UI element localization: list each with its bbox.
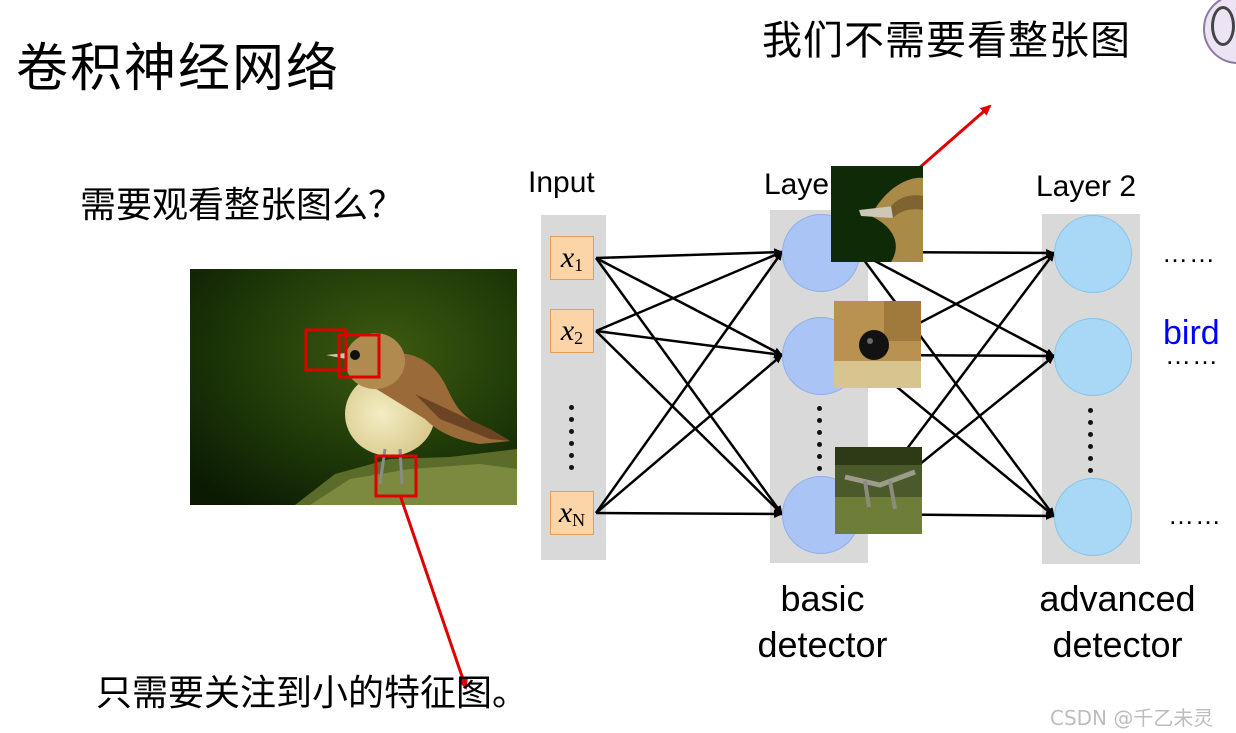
basic-detector-label: basic detector: [740, 576, 905, 668]
edge-xn-h3: [596, 513, 782, 514]
input-label: Input: [528, 166, 595, 200]
red-arrow-bottom: [400, 495, 466, 688]
feature-patch-claw: [835, 447, 922, 534]
feature-patch-eye: [834, 301, 921, 388]
feature-patch-beak: [831, 166, 923, 262]
layer2-ellipsis: [1088, 408, 1093, 473]
input-ellipsis: [569, 405, 574, 470]
layer1-ellipsis: [817, 406, 822, 471]
layer2-node-1: [1054, 215, 1132, 293]
watermark: CSDN @千乙未灵: [1050, 702, 1213, 731]
edge-x1-h1: [596, 252, 782, 258]
edge-xn-h2: [596, 355, 782, 513]
advanced-detector-label: advanced detector: [1010, 576, 1225, 668]
output-ellipsis-bottom: ……: [1168, 500, 1222, 531]
output-ellipsis-mid: ……: [1165, 340, 1219, 371]
edge-x2-h2: [596, 331, 782, 355]
output-ellipsis-top: ……: [1162, 238, 1216, 269]
layer2-label: Layer 2: [1036, 170, 1136, 204]
layer2-node-2: [1054, 318, 1132, 396]
bottom-note: 只需要关注到小的特征图。: [96, 664, 528, 716]
edge-x2-h3: [596, 331, 782, 514]
layer2-node-3: [1054, 478, 1132, 556]
edge-x1-h2: [596, 258, 782, 355]
